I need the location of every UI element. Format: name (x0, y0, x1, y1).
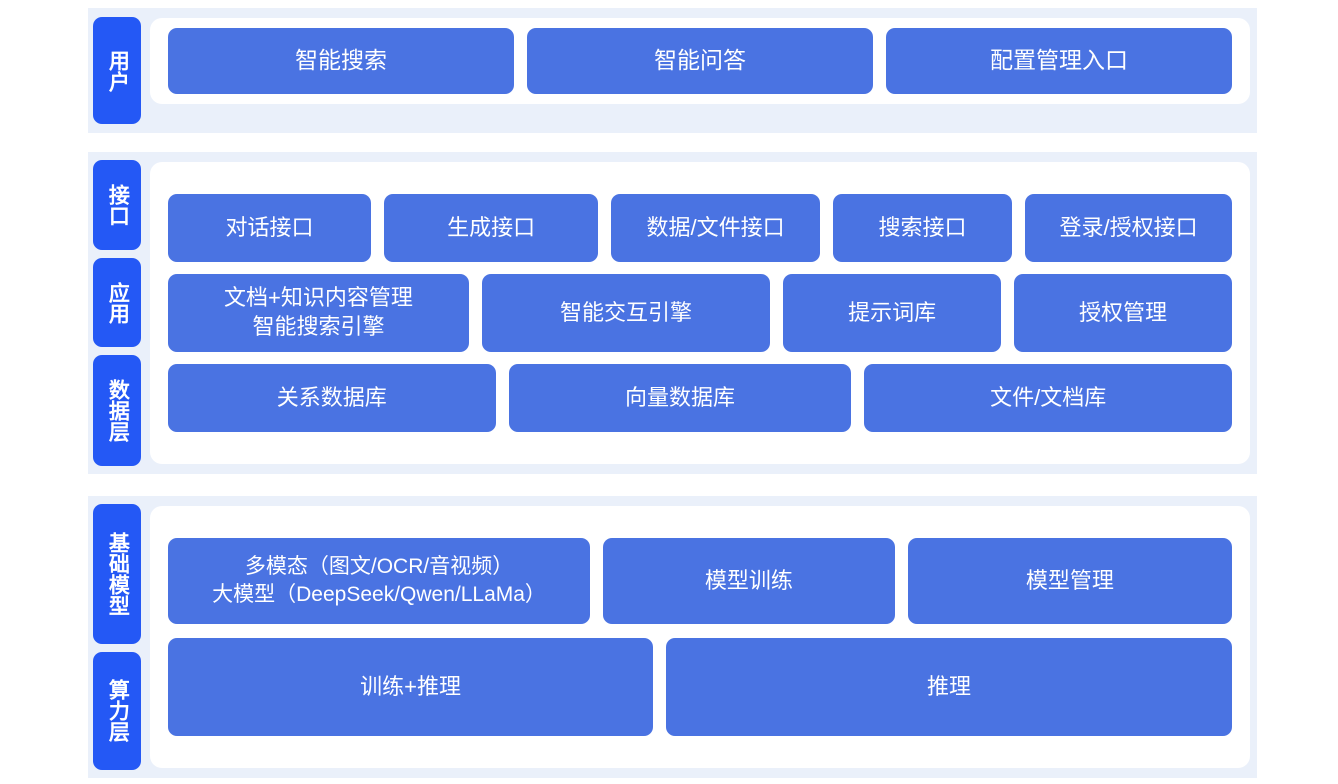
node-training-and-inference[interactable]: 训练+推理 (168, 638, 654, 736)
section-user-card: 智能搜索 智能问答 配置管理入口 (150, 18, 1250, 104)
node-search-api[interactable]: 搜索接口 (832, 194, 1013, 262)
section-platform-label-column: 接口 应用 数据层 (88, 152, 146, 474)
section-platform: 接口 应用 数据层 对话接口 生成接口 数据/文件接口 搜索接口 登录/授权接口… (88, 152, 1257, 474)
section-foundation-card: 多模态（图文/OCR/音视频） 大模型（DeepSeek/Qwen/LLaMa）… (150, 506, 1250, 768)
side-label-interface: 接口 (93, 160, 141, 250)
section-user: 用户 智能搜索 智能问答 配置管理入口 (88, 8, 1257, 133)
side-label-compute-layer: 算力层 (93, 651, 141, 770)
row-compute-layer: 训练+推理 推理 (168, 638, 1232, 736)
node-model-training[interactable]: 模型训练 (603, 538, 895, 624)
node-smart-interaction-engine[interactable]: 智能交互引擎 (481, 274, 771, 352)
node-dialog-api[interactable]: 对话接口 (168, 194, 372, 262)
row-interface: 对话接口 生成接口 数据/文件接口 搜索接口 登录/授权接口 (168, 194, 1232, 262)
node-multimodal-large-model[interactable]: 多模态（图文/OCR/音视频） 大模型（DeepSeek/Qwen/LLaMa） (168, 538, 591, 624)
row-user-entries: 智能搜索 智能问答 配置管理入口 (168, 28, 1232, 94)
node-smart-search[interactable]: 智能搜索 (168, 28, 514, 94)
node-generate-api[interactable]: 生成接口 (384, 194, 599, 262)
node-model-management[interactable]: 模型管理 (907, 538, 1232, 624)
node-data-file-api[interactable]: 数据/文件接口 (611, 194, 820, 262)
node-file-document-store[interactable]: 文件/文档库 (864, 364, 1232, 432)
node-smart-qa[interactable]: 智能问答 (527, 28, 873, 94)
node-config-management-entry[interactable]: 配置管理入口 (886, 28, 1232, 94)
section-foundation: 基础模型 算力层 多模态（图文/OCR/音视频） 大模型（DeepSeek/Qw… (88, 496, 1257, 778)
side-label-user: 用户 (93, 17, 141, 124)
node-relational-database[interactable]: 关系数据库 (168, 364, 496, 432)
node-document-knowledge-management[interactable]: 文档+知识内容管理 智能搜索引擎 (168, 274, 469, 352)
node-login-auth-api[interactable]: 登录/授权接口 (1025, 194, 1232, 262)
row-foundation-model: 多模态（图文/OCR/音视频） 大模型（DeepSeek/Qwen/LLaMa）… (168, 538, 1232, 624)
side-label-data-layer: 数据层 (93, 355, 141, 467)
node-prompt-library[interactable]: 提示词库 (783, 274, 1002, 352)
row-data-layer: 关系数据库 向量数据库 文件/文档库 (168, 364, 1232, 432)
side-label-foundation-model: 基础模型 (93, 504, 141, 644)
row-application: 文档+知识内容管理 智能搜索引擎 智能交互引擎 提示词库 授权管理 (168, 274, 1232, 352)
side-label-application: 应用 (93, 257, 141, 348)
node-inference[interactable]: 推理 (666, 638, 1232, 736)
node-vector-database[interactable]: 向量数据库 (508, 364, 852, 432)
section-foundation-label-column: 基础模型 算力层 (88, 496, 146, 778)
node-authorization-management[interactable]: 授权管理 (1014, 274, 1232, 352)
section-platform-card: 对话接口 生成接口 数据/文件接口 搜索接口 登录/授权接口 文档+知识内容管理… (150, 162, 1250, 464)
section-user-label-column: 用户 (88, 8, 146, 133)
